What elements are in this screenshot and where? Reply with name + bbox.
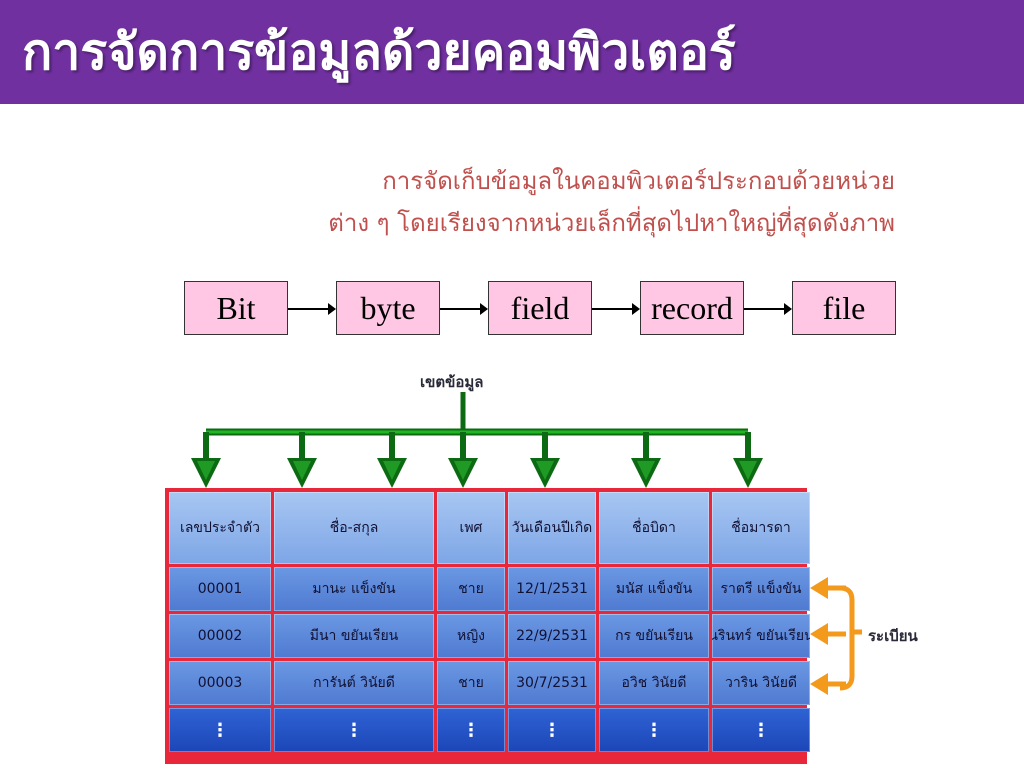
table-header-cell: ชื่อมารดา (712, 492, 810, 564)
record-bracket (839, 585, 855, 691)
intro-line-2: ต่าง ๆ โดยเรียงจากหน่วยเล็กที่สุดไปหาใหญ… (328, 209, 895, 237)
table-cell: มนัส แข็งขัน (599, 567, 709, 611)
table-cell: ชาย (437, 567, 505, 611)
field-label: เขตข้อมูล (420, 373, 484, 391)
field-arrow-group (206, 392, 748, 436)
field-arrow-head (377, 432, 407, 488)
record-arrows (810, 577, 862, 695)
table-cell: 00001 (169, 567, 271, 611)
field-arrow-head (448, 432, 478, 488)
table-cell: นรินทร์ ขยันเรียน (712, 614, 810, 658)
table-cell: อวิช วินัยดี (599, 661, 709, 705)
table-cell: หญิง (437, 614, 505, 658)
table-cell: วาริน วินัยดี (712, 661, 810, 705)
table-cell: 00002 (169, 614, 271, 658)
intro-line-1: การจัดเก็บข้อมูลในคอมพิวเตอร์ประกอบด้วยห… (382, 167, 895, 195)
table-header-cell: วันเดือนปีเกิด (508, 492, 596, 564)
table-header-cell: เลขประจำตัว (169, 492, 271, 564)
table-cell: 30/7/2531 (508, 661, 596, 705)
table-cell: ราตรี แข็งขัน (712, 567, 810, 611)
table-cell: กร ขยันเรียน (599, 614, 709, 658)
record-arrow (810, 577, 846, 599)
field-arrow-head (631, 432, 661, 488)
chain-arrow (288, 303, 336, 315)
record-arrow (810, 623, 846, 645)
chain-arrow (744, 303, 792, 315)
field-arrow-head (191, 432, 221, 488)
unit-box-record: record (640, 281, 744, 335)
table-cell: มานะ แข็งขัน (274, 567, 434, 611)
table-cell: 22/9/2531 (508, 614, 596, 658)
table-header-cell: เพศ (437, 492, 505, 564)
table-cell: 00003 (169, 661, 271, 705)
title-banner: การจัดการข้อมูลด้วยคอมพิวเตอร์ (0, 0, 1024, 104)
field-arrow-head (733, 432, 763, 488)
chain-arrow (440, 303, 488, 315)
chain-arrow (592, 303, 640, 315)
field-arrow-head (287, 432, 317, 488)
unit-box-file: file (792, 281, 896, 335)
field-arrow-head (530, 432, 560, 488)
page-title: การจัดการข้อมูลด้วยคอมพิวเตอร์ (22, 23, 736, 81)
unit-box-field: field (488, 281, 592, 335)
table-continuation-cell: ⋮ (508, 708, 596, 752)
table-continuation-cell: ⋮ (712, 708, 810, 752)
record-label: ระเบียน (868, 627, 918, 645)
table-cell: ชาย (437, 661, 505, 705)
table-continuation-cell: ⋮ (599, 708, 709, 752)
table-header-cell: ชื่อ-สกุล (274, 492, 434, 564)
table-cell: 12/1/2531 (508, 567, 596, 611)
unit-box-bit: Bit (184, 281, 288, 335)
table-header-cell: ชื่อบิดา (599, 492, 709, 564)
record-table: เลขประจำตัวชื่อ-สกุลเพศวันเดือนปีเกิดชื่… (165, 488, 810, 764)
table-cell: มีนา ขยันเรียน (274, 614, 434, 658)
table-continuation-cell: ⋮ (274, 708, 434, 752)
table-continuation-cell: ⋮ (169, 708, 271, 752)
table-cell: การันต์ วินัยดี (274, 661, 434, 705)
intro-text: การจัดเก็บข้อมูลในคอมพิวเตอร์ประกอบด้วยห… (120, 160, 895, 244)
unit-box-byte: byte (336, 281, 440, 335)
table-continuation-cell: ⋮ (437, 708, 505, 752)
field-arrow-drops (191, 432, 763, 488)
record-arrow (810, 673, 846, 695)
